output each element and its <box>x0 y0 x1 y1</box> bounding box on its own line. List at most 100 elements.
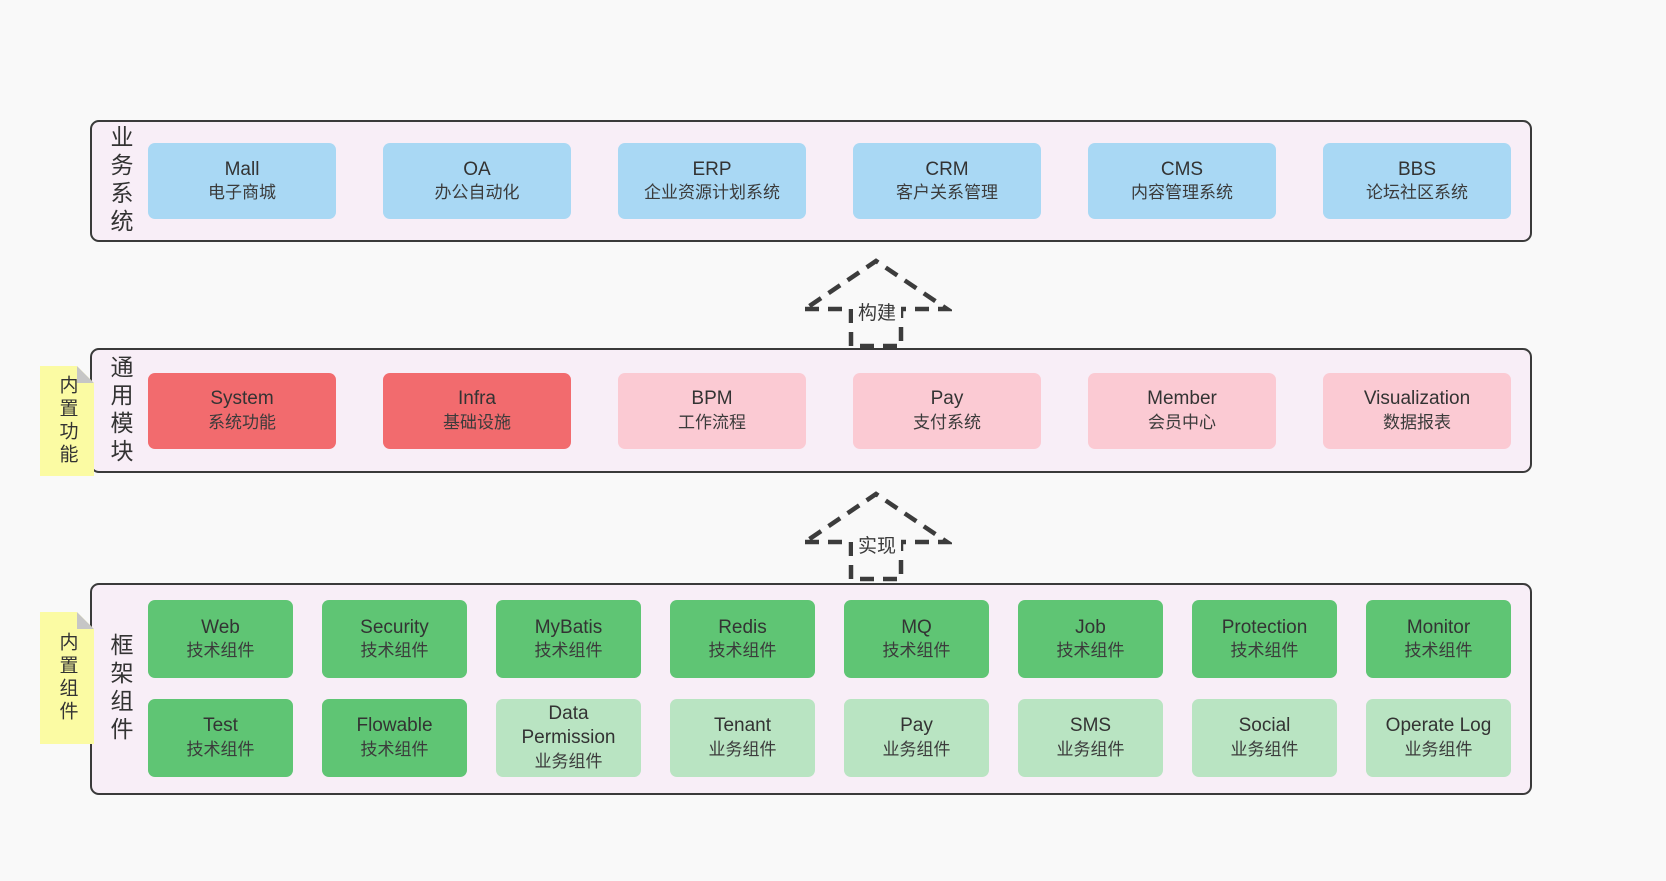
box-member: Member 会员中心 <box>1088 372 1276 449</box>
panel-label-text: 框架组件 <box>107 633 133 745</box>
box-protection: Protection 技术组件 <box>1192 600 1337 678</box>
box-erp: ERP 企业资源计划系统 <box>618 143 806 219</box>
box-title: Flowable <box>356 715 433 737</box>
panel-business-systems: 业务系统 Mall 电子商城 OA 办公自动化 ERP 企业资源计划系统 CRM… <box>90 120 1532 242</box>
box-visualization: Visualization 数据报表 <box>1323 372 1511 449</box>
box-title: Pay <box>900 715 933 737</box>
box-title: SMS <box>1069 715 1112 737</box>
box-title: Tenant <box>713 715 772 737</box>
box-subtitle: 业务组件 <box>882 739 951 759</box>
arrow-label-text: 实现 <box>852 535 901 558</box>
box-mall: Mall 电子商城 <box>148 143 336 219</box>
business-box-row: Mall 电子商城 OA 办公自动化 ERP 企业资源计划系统 CRM 客户关系… <box>148 122 1516 240</box>
modules-box-row: System 系统功能 Infra 基础设施 BPM 工作流程 Pay 支付系统… <box>148 350 1516 471</box>
box-subtitle: 技术组件 <box>534 641 603 661</box>
box-title: Job <box>1075 616 1106 638</box>
box-subtitle: 论坛社区系统 <box>1366 183 1468 203</box>
box-title: System <box>210 388 274 410</box>
box-title: Security <box>360 616 429 638</box>
arrow-label-text: 构建 <box>852 302 901 325</box>
box-title: BBS <box>1397 158 1437 180</box>
box-sms: SMS 业务组件 <box>1018 698 1163 777</box>
box-subtitle: 办公自动化 <box>434 183 520 203</box>
box-pay: Pay 支付系统 <box>853 372 1041 449</box>
box-title: ERP <box>692 158 732 180</box>
panel-label-text: 业务系统 <box>107 125 133 237</box>
box-title: Data Permission <box>521 702 616 749</box>
box-social: Social 业务组件 <box>1192 698 1337 777</box>
box-bpm: BPM 工作流程 <box>618 372 806 449</box>
box-subtitle: 技术组件 <box>186 739 255 759</box>
box-subtitle: 技术组件 <box>360 739 429 759</box>
framework-box-row-1: Web 技术组件 Security 技术组件 MyBatis 技术组件 Redi… <box>148 600 1516 678</box>
box-title: Infra <box>457 388 497 410</box>
box-subtitle: 企业资源计划系统 <box>644 183 780 203</box>
note-text: 内置功能 <box>56 375 78 467</box>
box-subtitle: 电子商城 <box>208 183 276 203</box>
box-mq: MQ 技术组件 <box>844 600 989 678</box>
box-data-permission: Data Permission 业务组件 <box>496 698 641 777</box>
box-title: Protection <box>1221 616 1308 638</box>
box-security: Security 技术组件 <box>322 600 467 678</box>
build-arrow: 构建 <box>802 254 952 350</box>
box-title: Operate Log <box>1385 715 1492 737</box>
box-infra: Infra 基础设施 <box>383 372 571 449</box>
arrow-label: 构建 <box>802 298 952 325</box>
box-title: Mall <box>224 158 260 180</box>
box-bbs: BBS 论坛社区系统 <box>1323 143 1511 219</box>
box-title: Social <box>1238 715 1291 737</box>
box-pay-biz: Pay 业务组件 <box>844 698 989 777</box>
panel-business-side-label: 业务系统 <box>92 122 148 240</box>
box-redis: Redis 技术组件 <box>670 600 815 678</box>
box-subtitle: 技术组件 <box>1230 641 1299 661</box>
box-title: OA <box>463 158 491 180</box>
box-subtitle: 会员中心 <box>1148 412 1216 432</box>
note-text: 内置组件 <box>56 632 78 724</box>
box-test: Test 技术组件 <box>148 698 293 777</box>
panel-label-text: 通用模块 <box>107 354 133 467</box>
box-monitor: Monitor 技术组件 <box>1366 600 1511 678</box>
panel-common-modules: 通用模块 System 系统功能 Infra 基础设施 BPM 工作流程 Pay… <box>90 348 1532 473</box>
box-subtitle: 业务组件 <box>534 752 603 772</box>
box-subtitle: 基础设施 <box>443 412 511 432</box>
box-subtitle: 系统功能 <box>208 412 276 432</box>
framework-box-row-2: Test 技术组件 Flowable 技术组件 Data Permission … <box>148 698 1516 777</box>
box-subtitle: 内容管理系统 <box>1131 183 1233 203</box>
box-crm: CRM 客户关系管理 <box>853 143 1041 219</box>
box-title: CRM <box>925 158 969 180</box>
box-title: Web <box>201 616 240 638</box>
box-operate-log: Operate Log 业务组件 <box>1366 698 1511 777</box>
box-cms: CMS 内容管理系统 <box>1088 143 1276 219</box>
arrow-up-dashed-icon <box>802 491 952 582</box>
box-title: Monitor <box>1406 616 1471 638</box>
box-title: Test <box>203 715 238 737</box>
arrow-label: 实现 <box>802 531 952 558</box>
box-subtitle: 客户关系管理 <box>896 183 998 203</box>
box-subtitle: 技术组件 <box>1056 641 1125 661</box>
box-subtitle: 支付系统 <box>913 412 981 432</box>
box-system: System 系统功能 <box>148 372 336 449</box>
panel-framework-side-label: 框架组件 <box>92 585 148 793</box>
box-title: Visualization <box>1363 388 1471 410</box>
box-title: BPM <box>691 388 733 410</box>
box-subtitle: 技术组件 <box>186 641 255 661</box>
box-title: MyBatis <box>534 616 603 638</box>
box-subtitle: 技术组件 <box>708 641 777 661</box>
box-mybatis: MyBatis 技术组件 <box>496 600 641 678</box>
box-flowable: Flowable 技术组件 <box>322 698 467 777</box>
box-title: Redis <box>718 616 767 638</box>
box-job: Job 技术组件 <box>1018 600 1163 678</box>
box-subtitle: 业务组件 <box>1404 739 1473 759</box>
panel-framework-components: 框架组件 Web 技术组件 Security 技术组件 MyBatis 技术组件… <box>90 583 1532 795</box>
box-title: Member <box>1147 388 1217 410</box>
box-title: MQ <box>901 616 932 638</box>
box-title: Pay <box>930 388 964 410</box>
box-subtitle: 技术组件 <box>360 641 429 661</box>
box-subtitle: 数据报表 <box>1383 412 1451 432</box>
box-subtitle: 工作流程 <box>678 412 746 432</box>
sticky-note-built-in-components: 内置组件 <box>40 612 94 744</box>
box-subtitle: 技术组件 <box>1404 641 1473 661</box>
box-web: Web 技术组件 <box>148 600 293 678</box>
box-subtitle: 业务组件 <box>1056 739 1125 759</box>
